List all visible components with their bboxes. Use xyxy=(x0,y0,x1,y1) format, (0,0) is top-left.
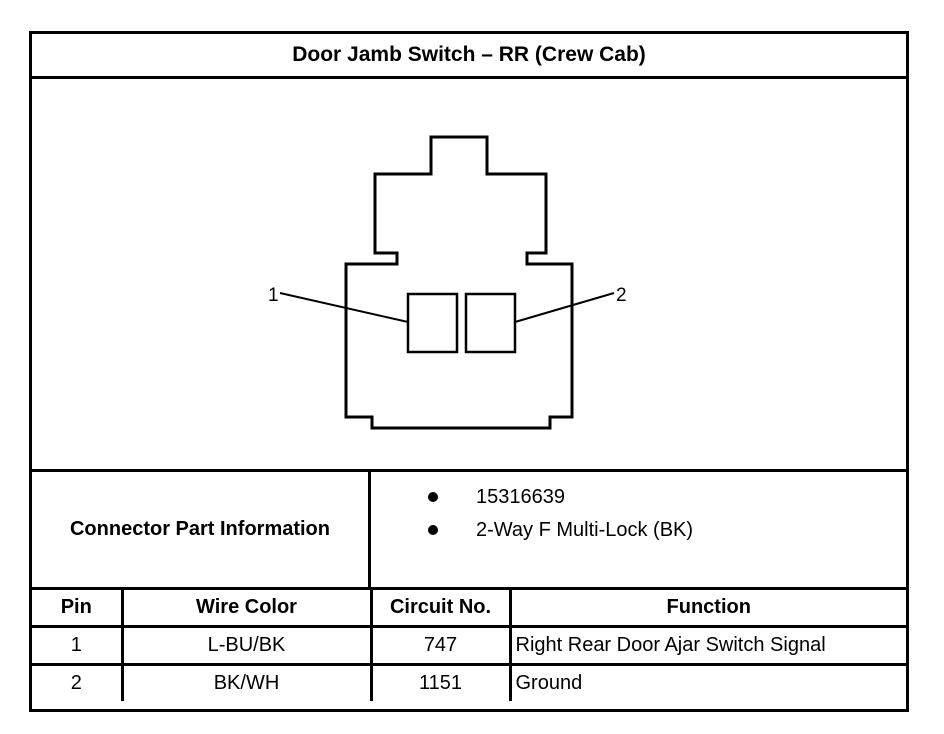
connector-details-list: 15316639 2-Way F Multi-Lock (BK) xyxy=(371,472,906,587)
function-cell: Right Rear Door Ajar Switch Signal xyxy=(508,625,906,666)
pin-label-2: 2 xyxy=(616,285,627,306)
connector-info-label: Connector Part Information xyxy=(32,472,371,587)
bullet-icon xyxy=(428,492,438,502)
table-row: 2 BK/WH 1151 Ground xyxy=(32,663,906,701)
header-circuit: Circuit No. xyxy=(369,590,512,628)
bullet-icon xyxy=(428,525,438,535)
table-row: 1 L-BU/BK 747 Right Rear Door Ajar Switc… xyxy=(32,625,906,666)
circuit-cell: 1151 xyxy=(369,663,512,701)
connector-sheet: Door Jamb Switch – RR (Crew Cab) 1 2 Con… xyxy=(29,31,909,712)
connector-type: 2-Way F Multi-Lock (BK) xyxy=(476,518,694,541)
connector-drawing: 1 2 xyxy=(268,135,627,430)
pin-label-1: 1 xyxy=(268,285,279,306)
page-title: Door Jamb Switch – RR (Crew Cab) xyxy=(32,34,906,79)
connector-detail-item: 2-Way F Multi-Lock (BK) xyxy=(371,516,693,544)
header-function: Function xyxy=(508,590,906,628)
pin-cavity-2 xyxy=(464,292,517,354)
pin-cell: 2 xyxy=(32,663,124,701)
pin-cavity-1 xyxy=(406,292,459,354)
connector-detail-item: 15316639 xyxy=(371,483,565,511)
connector-info: Connector Part Information 15316639 2-Wa… xyxy=(32,472,906,590)
pin-2-leader xyxy=(514,292,615,323)
header-wire-color: Wire Color xyxy=(120,590,373,628)
pinout-table: Pin Wire Color Circuit No. Function 1 L-… xyxy=(32,590,906,701)
table-header-row: Pin Wire Color Circuit No. Function xyxy=(32,590,906,628)
connector-part-number: 15316639 xyxy=(476,485,565,508)
header-pin: Pin xyxy=(32,590,124,628)
function-cell: Ground xyxy=(508,663,906,701)
pin-1-leader xyxy=(279,292,409,323)
pin-cell: 1 xyxy=(32,625,124,666)
connector-outline xyxy=(344,135,574,430)
circuit-cell: 747 xyxy=(369,625,512,666)
connector-diagram: 1 2 xyxy=(32,79,906,472)
wire-color-cell: BK/WH xyxy=(120,663,373,701)
wire-color-cell: L-BU/BK xyxy=(120,625,373,666)
